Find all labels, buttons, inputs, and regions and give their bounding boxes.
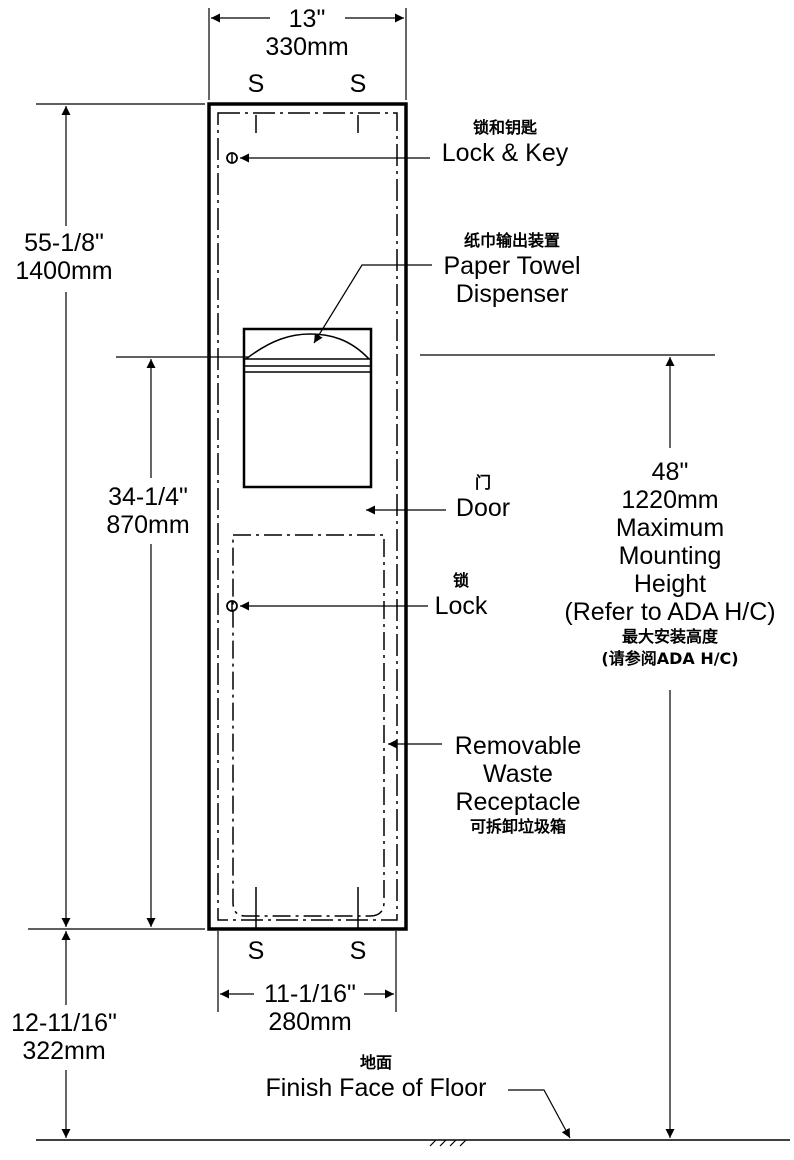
lock-key-label-cn: 锁和钥匙 (472, 118, 538, 137)
overall-height-mm: 1400mm (15, 257, 113, 285)
cabinet-outline (207, 102, 408, 931)
door-label-cn: 门 (474, 473, 491, 492)
max-height-callout: 48" 1220mm Maximum Mounting Height (Refe… (564, 458, 775, 670)
screw-mark-top-right: S (349, 70, 367, 98)
max-height-line-4: (Refer to ADA H/C) (564, 598, 776, 626)
max-height-mm: 1220mm (621, 486, 719, 514)
floor-clearance-mm: 322mm (22, 1037, 106, 1065)
overall-height-label: 55-1/8" 1400mm (15, 229, 112, 285)
screw-mark-bottom-left: S (247, 937, 265, 965)
floor-clearance-label: 12-11/16" 322mm (11, 1009, 117, 1065)
dispenser-height-label: 34-1/4" 870mm (106, 483, 189, 539)
floor-callout: 地面 Finish Face of Floor (266, 1052, 487, 1102)
max-height-inches: 48" (651, 458, 689, 486)
top-width-label: 13" 330mm (265, 5, 348, 61)
floor-label-en: Finish Face of Floor (265, 1074, 487, 1102)
screw-mark-top-left: S (247, 70, 265, 98)
top-width-mm: 330mm (265, 33, 349, 61)
door-label-en: Door (455, 494, 511, 522)
dispenser-label-en-2: Dispenser (455, 280, 569, 308)
max-height-line-1: Maximum (615, 514, 725, 542)
bottom-width-inches: 11-1/16" (264, 980, 356, 1008)
max-height-cn-1: 最大安装高度 (621, 627, 719, 646)
dispenser-label-cn: 纸巾输出装置 (463, 231, 560, 250)
max-height-cn-2: (请参阅ADA H/C) (601, 649, 739, 668)
receptacle-callout: Removable Waste Receptacle 可拆卸垃圾箱 (455, 732, 581, 838)
leader-floor (508, 1089, 571, 1139)
door-callout: 门 Door (456, 472, 510, 522)
dispenser-height-inches: 34-1/4" (108, 483, 188, 511)
dispenser-height-mm: 870mm (106, 511, 190, 539)
floor-hatch (449, 1139, 457, 1147)
receptacle-label-en-1: Removable (454, 732, 582, 760)
towel-dispenser-opening (242, 327, 373, 489)
lock-label-cn: 锁 (452, 571, 469, 590)
dispenser-callout: 纸巾输出装置 Paper Towel Dispenser (443, 230, 580, 308)
receptacle-label-en-2: Waste (483, 760, 553, 788)
leader-dispenser (313, 264, 432, 344)
overall-height-inches: 55-1/8" (24, 229, 104, 257)
floor-hatch (429, 1139, 437, 1147)
max-height-line-3: Height (633, 570, 707, 598)
floor-clearance-inches: 12-11/16" (11, 1009, 117, 1037)
cabinet-inner-phantom-line (217, 112, 398, 921)
lock-key-label-en: Lock & Key (441, 139, 569, 167)
waste-receptacle-outline (232, 534, 385, 917)
lock-label-en: Lock (434, 592, 488, 620)
lock-callout: 锁 Lock (435, 570, 488, 620)
towel-dispenser-curve (245, 333, 370, 360)
receptacle-label-cn: 可拆卸垃圾箱 (469, 817, 567, 836)
max-height-line-2: Mounting (618, 542, 722, 570)
top-width-inches: 13" (288, 5, 326, 33)
floor-label-cn: 地面 (359, 1053, 393, 1072)
lock-key-callout: 锁和钥匙 Lock & Key (442, 117, 568, 167)
receptacle-label-en-3: Receptacle (455, 788, 581, 816)
floor-hatch (459, 1139, 467, 1147)
floor-hatch (439, 1139, 447, 1147)
bottom-width-label: 11-1/16" 280mm (264, 980, 356, 1036)
dispenser-label-en-1: Paper Towel (443, 252, 581, 280)
screw-mark-bottom-right: S (349, 937, 367, 965)
bottom-width-mm: 280mm (268, 1008, 352, 1036)
